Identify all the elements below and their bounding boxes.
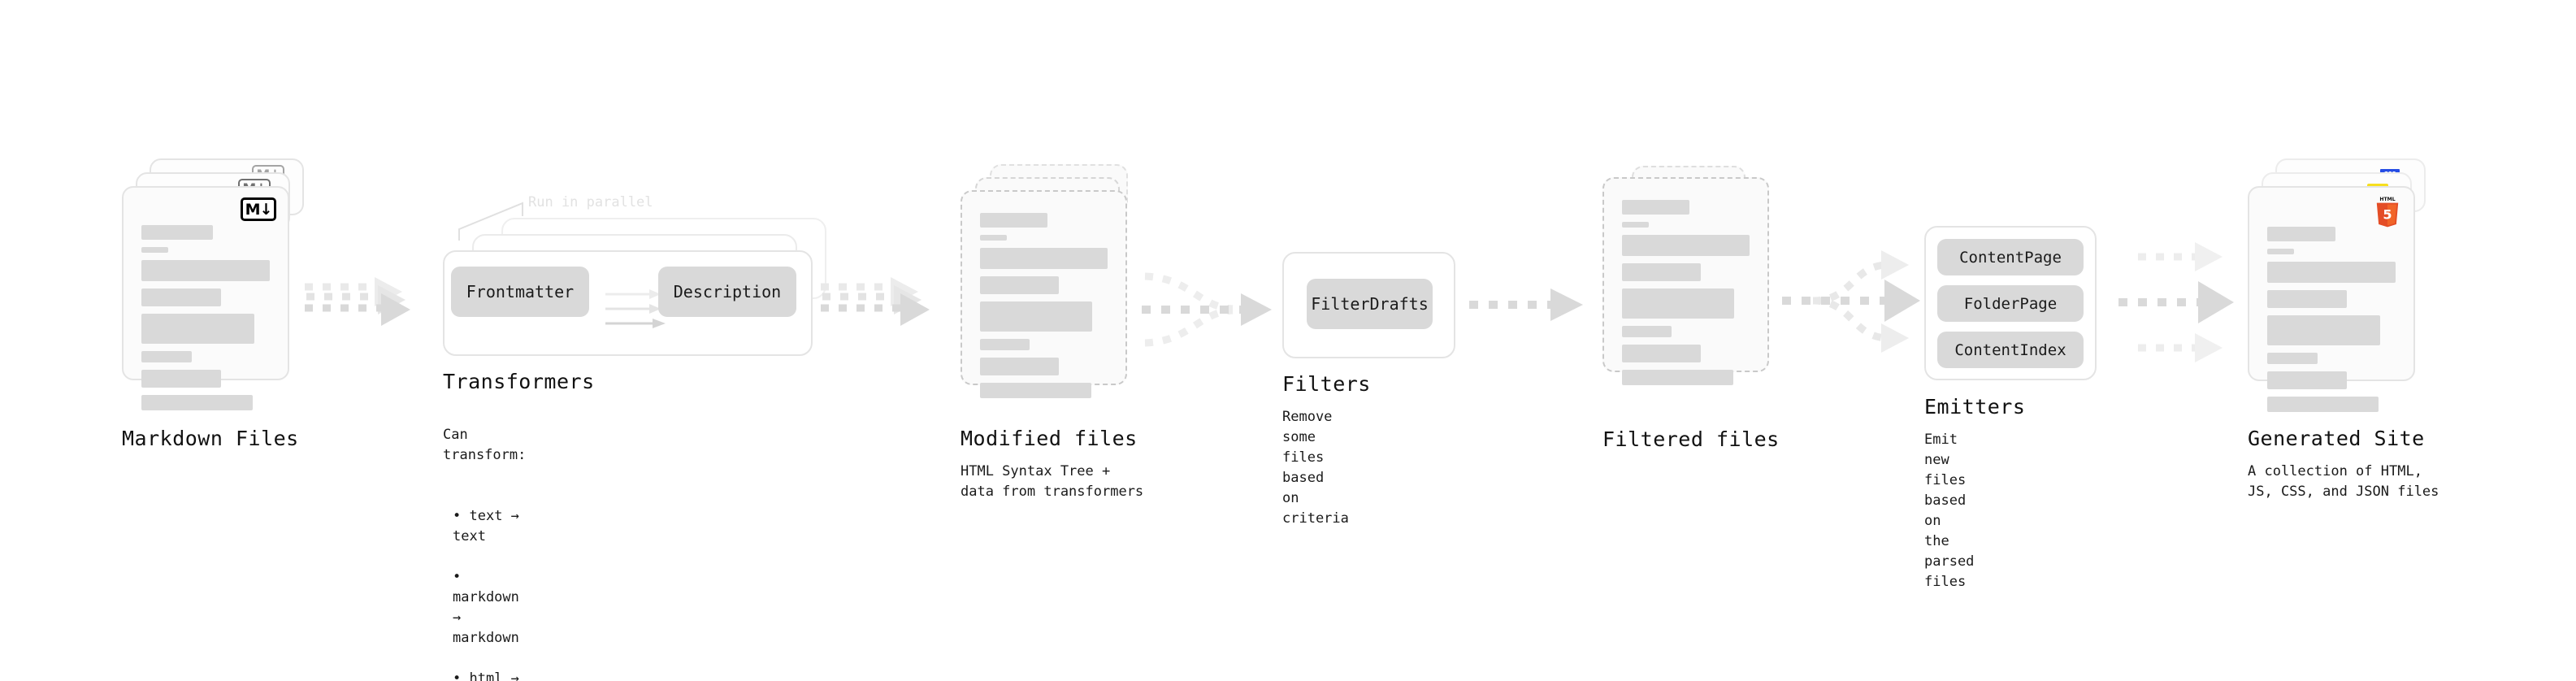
content-bar	[1622, 263, 1702, 281]
content-bar	[980, 358, 1060, 375]
stage-desc-modified-files: HTML Syntax Tree + data from transformer…	[961, 463, 1144, 500]
markdown-icon: M↓	[241, 197, 276, 221]
emitter-pill-contentpage[interactable]: ContentPage	[1937, 239, 2084, 275]
stage-title-filtered-files: Filtered files	[1602, 427, 1780, 451]
content-bar	[980, 276, 1060, 294]
content-bar	[141, 247, 169, 253]
svg-text:5: 5	[2383, 206, 2392, 222]
stage-desc-emitters: Emit new files based on the parsed files	[1924, 432, 1975, 590]
arrow-filters-to-filtered	[1469, 288, 1583, 321]
file-card-content	[980, 213, 1108, 406]
content-bar	[1622, 222, 1649, 228]
content-bar	[2267, 353, 2318, 364]
arrow-head	[900, 293, 930, 326]
svg-text:HTML: HTML	[2379, 197, 2395, 202]
emitter-pill-folderpage[interactable]: FolderPage	[1937, 285, 2084, 322]
content-bar	[2267, 227, 2335, 241]
modified-file-stack	[961, 164, 1147, 416]
content-bar	[2267, 371, 2347, 389]
content-bar	[980, 213, 1048, 228]
content-bar	[1622, 326, 1672, 337]
generated-site-stack: CSS HTML 5	[2248, 158, 2451, 412]
arrow-head	[381, 293, 410, 326]
filter-pill-filterdrafts[interactable]: FilterDrafts	[1307, 279, 1433, 329]
content-bar	[980, 248, 1108, 269]
stage-title-generated-site: Generated Site	[2248, 427, 2425, 450]
file-card-front: M↓	[122, 186, 289, 410]
stage-title-modified-files: Modified files	[961, 427, 1138, 450]
content-bar	[1622, 345, 1702, 362]
content-bar	[141, 225, 214, 240]
content-bar	[1622, 235, 1750, 256]
arrow-head	[2195, 333, 2223, 362]
arrow-filtered-to-emitters	[1782, 250, 1920, 353]
content-bar	[1622, 288, 1735, 319]
file-card-content	[2267, 227, 2396, 419]
content-bar	[980, 339, 1030, 350]
filtered-file-stack	[1602, 166, 1789, 410]
transformers-bullet: markdown → markdown	[453, 567, 526, 648]
stage-title-emitters: Emitters	[1924, 395, 2026, 419]
content-bar	[1622, 370, 1733, 385]
transformers-bullets: text → text markdown → markdown html → h…	[453, 486, 526, 681]
content-bar	[2267, 249, 2295, 254]
stage-filtered-files: Filtered files	[1602, 166, 1789, 451]
content-bar	[2267, 397, 2379, 412]
content-bar	[2267, 262, 2396, 283]
arrow-head	[1884, 280, 1920, 322]
content-bar	[141, 260, 270, 281]
file-card-front: HTML 5	[2248, 186, 2415, 412]
arrow-head	[1241, 293, 1272, 326]
stage-title-markdown-files: Markdown Files	[122, 427, 299, 450]
arrow-head	[894, 285, 922, 314]
file-card-content	[141, 225, 270, 418]
content-bar	[141, 314, 255, 344]
content-bar	[141, 395, 254, 410]
emitter-pill-contentindex[interactable]: ContentIndex	[1937, 332, 2084, 368]
arrow-head	[1550, 288, 1583, 321]
content-bar	[2267, 315, 2381, 345]
stage-title-transformers: Transformers	[443, 370, 595, 393]
arrow-head	[375, 277, 402, 306]
arrow-transformers-to-modified	[821, 277, 930, 326]
arrow-modified-to-filters	[1142, 272, 1272, 347]
content-bar	[980, 301, 1093, 332]
stage-desc-generated-site: A collection of HTML, JS, CSS, and JSON …	[2248, 463, 2439, 500]
transformer-pill-description[interactable]: Description	[658, 267, 796, 317]
arrow-emitters-to-site	[2118, 242, 2234, 362]
transformers-bullet: html → html	[453, 669, 526, 681]
transformers-desc-head: Can transform:	[443, 427, 527, 463]
stage-title-filters: Filters	[1282, 372, 1371, 396]
markdown-file-stack: M↓ M↓ M↓	[122, 158, 317, 410]
file-card-front	[1602, 177, 1769, 385]
content-bar	[2267, 290, 2347, 308]
content-bar	[141, 351, 192, 362]
file-card-front	[961, 190, 1127, 398]
content-bar	[980, 235, 1007, 241]
content-bar	[141, 288, 221, 306]
content-bar	[141, 370, 221, 388]
arrow-head	[378, 285, 405, 314]
content-bar	[980, 383, 1091, 398]
stage-desc-transformers: Can transform: text → text markdown → ma…	[443, 405, 526, 681]
stage-markdown-files: M↓ M↓ M↓ Markdown Files	[122, 158, 317, 450]
stage-modified-files: Modified files HTML Syntax Tree + data f…	[961, 164, 1147, 500]
arrow-head	[1881, 323, 1909, 353]
arrow-head	[2198, 281, 2234, 323]
stage-desc-filters: Remove some files based on criteria	[1282, 409, 1349, 527]
transformers-bullet: text → text	[453, 506, 526, 547]
file-card-content	[1622, 200, 1750, 393]
run-in-parallel-label: Run in parallel	[528, 194, 653, 210]
arrow-md-to-transformers	[305, 277, 410, 326]
arrow-head	[891, 277, 918, 306]
arrow-head	[2195, 242, 2223, 271]
transformer-pill-frontmatter[interactable]: Frontmatter	[451, 267, 589, 317]
html5-icon: HTML 5	[2376, 197, 2399, 228]
stage-generated-site: CSS HTML 5	[2248, 158, 2451, 500]
content-bar	[1622, 200, 1690, 215]
arrow-head	[1881, 250, 1909, 280]
